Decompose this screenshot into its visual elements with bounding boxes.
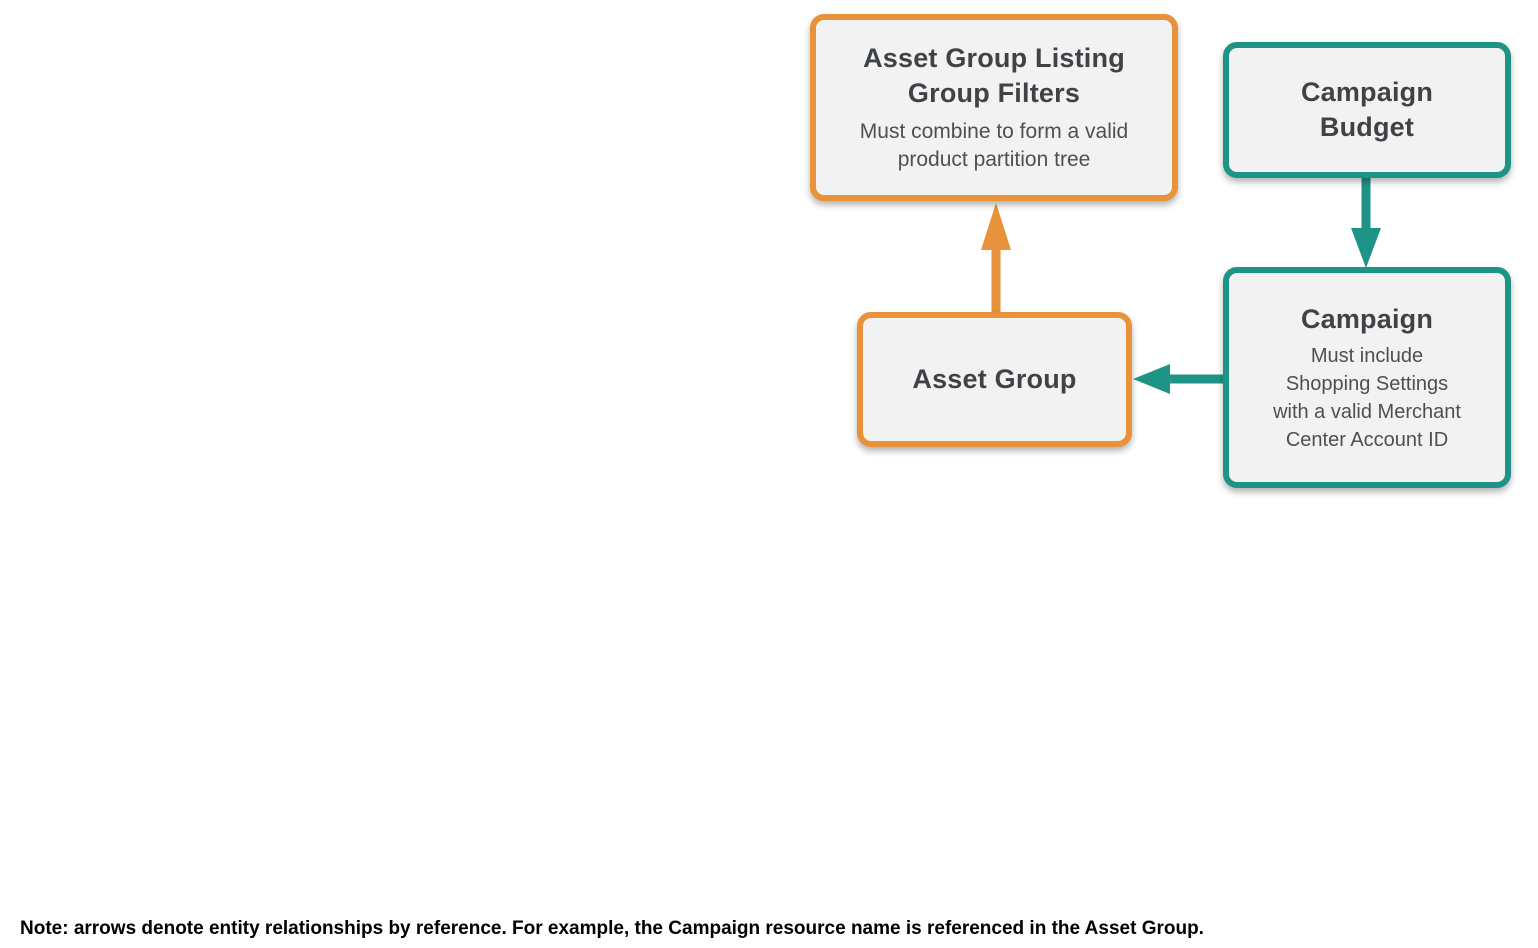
node-title: Campaign Budget <box>1301 75 1433 145</box>
arrow-campaign-to-asset-group <box>1133 364 1225 394</box>
node-title-line: Asset Group <box>912 364 1077 394</box>
node-campaign: Campaign Must include Shopping Settings … <box>1223 267 1511 488</box>
node-title: Campaign <box>1301 302 1433 337</box>
node-title-line: Asset Group Listing <box>863 43 1125 73</box>
node-subtitle: Must include Shopping Settings with a va… <box>1273 342 1461 454</box>
node-subtitle-line: with a valid Merchant <box>1273 400 1461 423</box>
node-subtitle-line: product partition tree <box>897 148 1091 171</box>
node-title-line: Group Filters <box>907 78 1081 108</box>
node-asset-group: Asset Group <box>857 312 1132 447</box>
node-title: Asset Group <box>912 362 1076 397</box>
arrow-budget-to-campaign <box>1351 173 1381 268</box>
node-title: Asset Group Listing Group Filters <box>863 41 1125 111</box>
node-title-line: Campaign <box>1300 303 1434 334</box>
arrow-budget-to-campaign-head <box>1351 228 1381 268</box>
node-subtitle-line: Shopping Settings <box>1285 372 1449 395</box>
node-campaign-budget: Campaign Budget <box>1223 42 1511 178</box>
arrow-campaign-to-asset-group-head <box>1133 364 1170 394</box>
arrow-asset-group-to-filters <box>981 203 1011 316</box>
node-subtitle-line: Center Account ID <box>1285 428 1449 451</box>
arrow-asset-group-to-filters-head <box>981 203 1011 250</box>
node-asset-group-listing-group-filters: Asset Group Listing Group Filters Must c… <box>810 14 1178 201</box>
node-subtitle: Must combine to form a valid product par… <box>860 118 1128 174</box>
node-subtitle-line: Must include <box>1310 344 1424 367</box>
node-subtitle-line: Must combine to form a valid <box>859 120 1129 143</box>
node-title-line: Campaign <box>1300 77 1434 107</box>
footnote: Note: arrows denote entity relationships… <box>20 918 1204 939</box>
node-title-line: Budget <box>1319 112 1415 142</box>
